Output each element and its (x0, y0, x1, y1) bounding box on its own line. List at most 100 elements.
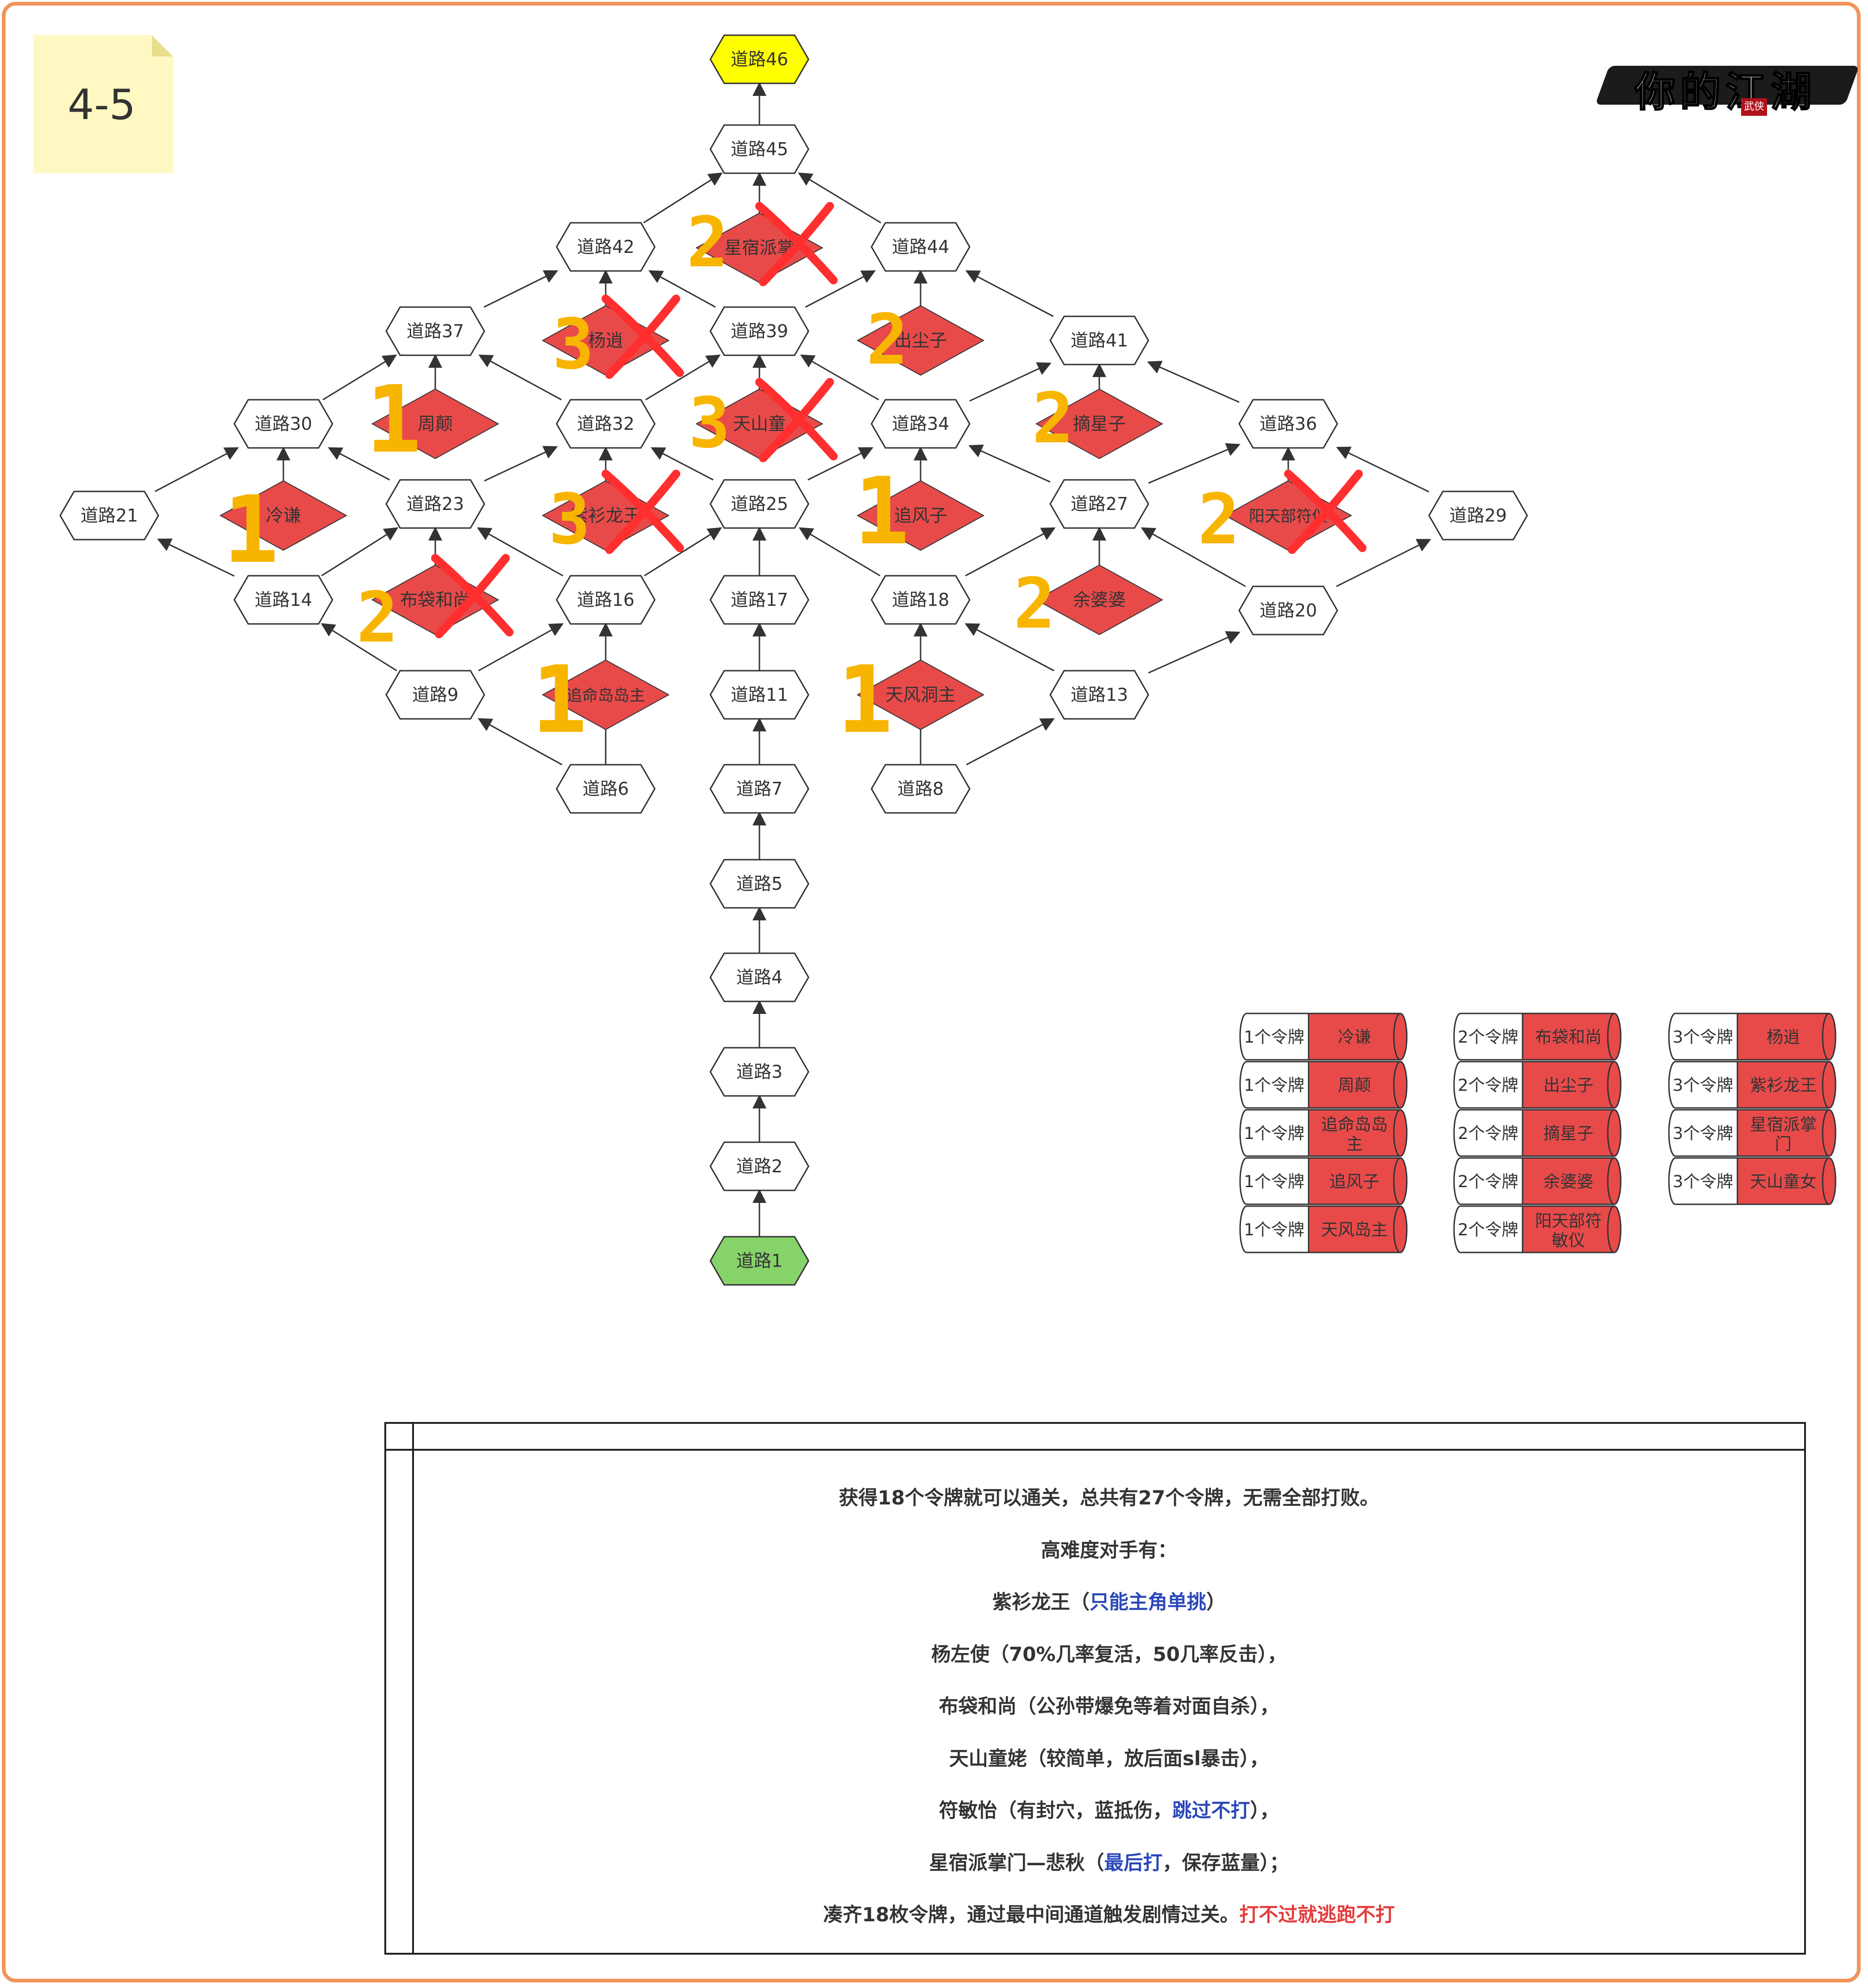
legend-cylinder-cap (1393, 1157, 1408, 1205)
road-node-r20: 道路20 (1238, 585, 1338, 635)
node-shape (385, 479, 485, 529)
node-label: 道路23 (407, 494, 464, 514)
legend-item: 3个令牌天山童女 (1668, 1157, 1837, 1205)
legend-name-cell (1736, 1157, 1830, 1205)
annotation-number: 3 (549, 479, 590, 560)
road-node-r27: 道路27 (1049, 479, 1149, 529)
road-node-r21: 道路21 (59, 491, 159, 541)
road-node-r29: 道路29 (1428, 491, 1528, 541)
annotation-number: 1 (223, 476, 279, 584)
legend-cylinder-cap (1822, 1061, 1837, 1109)
edge-r23-to-r30 (327, 447, 390, 481)
legend-token-count: 2个令牌 (1458, 1172, 1518, 1191)
road-node-r5: 道路5 (709, 859, 809, 909)
legend-boss-name: 星宿派掌门 (1750, 1115, 1817, 1154)
node-label: 道路11 (731, 685, 788, 705)
annotation-number: 2 (1032, 378, 1074, 459)
note-line-9-a: 凑齐18枚令牌，通过最中间通道触发剧情过关。 (823, 1903, 1240, 1926)
edge-r18-to-r27 (965, 527, 1056, 577)
road-node-r2: 道路2 (709, 1141, 809, 1191)
node-shape (709, 952, 809, 1002)
node-shape (233, 399, 333, 449)
boss-node-b_tianfeng: 天风洞主 (856, 659, 985, 730)
edge-r14-to-r21 (157, 538, 235, 577)
legend-token-count: 1个令牌 (1244, 1124, 1304, 1143)
node-label: 道路37 (407, 321, 464, 341)
edge-r14-to-r23 (321, 527, 399, 577)
edge-r30-to-r37 (322, 354, 397, 401)
legend-boss-name: 布袋和尚 (1535, 1028, 1602, 1047)
road-node-r42: 道路42 (556, 222, 656, 272)
legend-token-count: 3个令牌 (1673, 1028, 1733, 1047)
note-line-9-b: 打不过就逃跑不打 (1239, 1903, 1395, 1926)
node-label: 星宿派掌 (724, 238, 795, 258)
annotation-number: 1 (854, 458, 909, 566)
node-label: 杨逍 (588, 330, 623, 351)
legend-item: 2个令牌阳天部符敏仪 (1453, 1205, 1622, 1253)
edge-r20-to-r27 (1141, 527, 1246, 587)
node-shape (219, 480, 348, 551)
legend-name-cell (1736, 1061, 1830, 1109)
legend-boss-name: 天风岛主 (1321, 1220, 1388, 1239)
game-logo: 你的江湖 武侠 (1595, 50, 1860, 120)
road-node-r44: 道路44 (871, 222, 971, 272)
node-label: 追命岛岛主 (566, 686, 645, 705)
node-shape (1049, 315, 1149, 365)
edge-r37-to-r42 (483, 270, 558, 308)
legend-token-count: 1个令牌 (1244, 1220, 1304, 1239)
legend-cylinder-cap (1822, 1013, 1837, 1061)
node-shape (1035, 564, 1164, 635)
annotation-number: 1 (366, 366, 421, 474)
legend-cylinder-cap (1607, 1013, 1622, 1061)
legend-item: 1个令牌追命岛岛主 (1239, 1109, 1408, 1157)
edge-r27-to-r36 (1148, 443, 1241, 484)
road-node-r39: 道路39 (709, 306, 809, 356)
road-node-r1: 道路1 (709, 1236, 809, 1286)
legend-token-count: 3个令牌 (1673, 1124, 1733, 1143)
edge-r34-to-r41 (969, 362, 1052, 402)
edge-r8-to-r13 (966, 718, 1055, 766)
boss-node-b_zhuifengzi: 追风子 (856, 480, 985, 551)
boss-node-b_chuchenzi: 出尘子 (856, 305, 985, 376)
sticky-note-label: 4-5 (68, 81, 136, 129)
road-node-r32: 道路32 (556, 399, 656, 449)
node-shape (871, 222, 971, 272)
annotation-number: 2 (1198, 479, 1240, 560)
legend-name-cell (1308, 1109, 1401, 1157)
annotation-number: 2 (357, 578, 398, 658)
road-node-r36: 道路36 (1238, 399, 1338, 449)
legend-boss-name: 阳天部符敏仪 (1535, 1212, 1602, 1250)
node-shape (556, 575, 656, 625)
notes-header-line (386, 1449, 1804, 1451)
node-shape (709, 670, 809, 720)
node-label: 道路3 (736, 1062, 783, 1082)
edge-r34-to-r39 (800, 354, 879, 401)
edge-r27-to-r34 (968, 444, 1051, 483)
node-label: 道路41 (1071, 330, 1128, 351)
node-label: 道路25 (731, 494, 788, 514)
legend-cylinder-cap (1393, 1013, 1408, 1061)
cross-out-mark (602, 295, 684, 379)
node-shape (556, 399, 656, 449)
node-shape (1035, 388, 1164, 459)
notes-text: 获得18个令牌就可以通关，总共有27个令牌，无需全部打败。 高难度对手有： 紫衫… (414, 1484, 1804, 1953)
legend-name-cell (1736, 1013, 1830, 1061)
legend-cylinder-cap (1607, 1205, 1622, 1253)
legend-boss-name: 出尘子 (1543, 1076, 1593, 1095)
edge-r6-to-r9 (477, 718, 563, 766)
node-label: 道路6 (583, 779, 629, 799)
node-label: 布袋和尚 (400, 590, 470, 610)
legend-token-count: 1个令牌 (1244, 1076, 1304, 1095)
node-shape (856, 480, 985, 551)
legend-name-cell (1308, 1013, 1401, 1061)
node-shape (541, 659, 670, 730)
node-label: 天山童 (733, 414, 786, 434)
legend-name-cell (1522, 1109, 1615, 1157)
node-label: 道路39 (731, 321, 788, 341)
note-line-3-c: ） (1206, 1591, 1226, 1613)
node-shape (556, 764, 656, 814)
legend-boss-name: 杨逍 (1767, 1028, 1800, 1047)
node-label: 道路16 (577, 590, 634, 610)
legend-cylinder-cap (1822, 1157, 1837, 1205)
note-line-8: 星宿派掌门—悲秋（最后打，保存蓝量）； (414, 1849, 1804, 1901)
